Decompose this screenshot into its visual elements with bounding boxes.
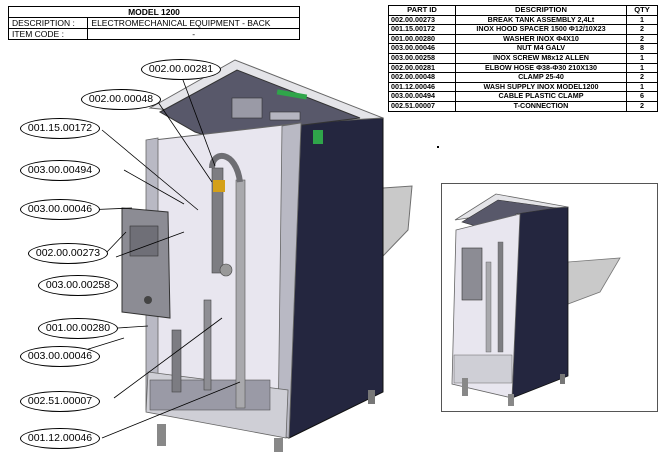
part-qty: 2 — [626, 100, 658, 112]
wash-supply-pipe — [235, 179, 246, 409]
tank-outlet — [144, 296, 152, 304]
elbow-hose — [209, 152, 243, 183]
stray-mark — [437, 146, 439, 148]
callout-001-00-00280: 001.00.00280 — [38, 318, 118, 339]
callout-002-00-00281: 002.00.00281 — [141, 59, 221, 80]
inset-frame — [441, 183, 658, 412]
callout-003-00-00046-b: 003.00.00046 — [20, 346, 100, 367]
inset-machine — [451, 193, 621, 406]
hose-pipe — [211, 167, 224, 274]
drain-pipe — [171, 329, 182, 393]
side-tray — [382, 185, 413, 258]
callout-003-00-00046: 003.00.00046 — [20, 199, 100, 220]
frame-strip — [277, 122, 302, 439]
leg — [157, 424, 166, 446]
item-code-value: - — [87, 28, 300, 40]
top-device — [269, 111, 301, 121]
item-code-label: ITEM CODE : — [7, 28, 89, 40]
leg — [274, 438, 283, 452]
callout-001-12-00046: 001.12.00046 — [20, 428, 100, 449]
green-component — [313, 130, 323, 144]
clamp — [213, 180, 225, 192]
callout-002-00-00273: 002.00.00273 — [28, 243, 108, 264]
green-component — [276, 89, 308, 100]
top-device — [231, 97, 263, 119]
t-connection — [219, 263, 233, 277]
callout-003-00-00494: 003.00.00494 — [20, 160, 100, 181]
callout-001-15-00172: 001.15.00172 — [20, 118, 100, 139]
break-tank-cover — [129, 225, 159, 257]
supply-pipe — [203, 299, 212, 391]
callout-002-00-00048: 002.00.00048 — [81, 89, 161, 110]
callout-002-51-00007: 002.51.00007 — [20, 391, 100, 412]
callout-003-00-00258: 003.00.00258 — [38, 275, 118, 296]
leg — [368, 390, 375, 404]
header-table: MODEL 1200 DESCRIPTION : ELECTROMECHANIC… — [7, 6, 300, 40]
